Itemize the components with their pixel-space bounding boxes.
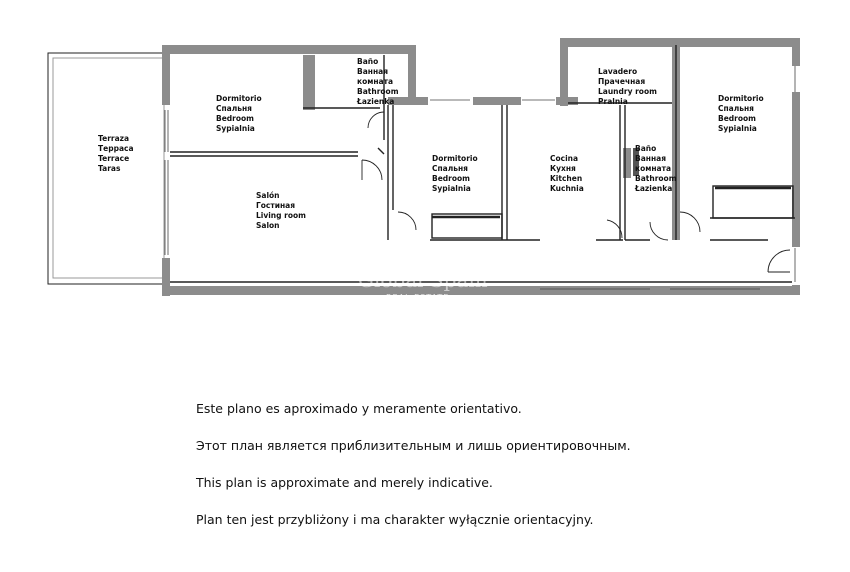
room-label-line: Bedroom xyxy=(718,114,756,123)
terrace-outline xyxy=(47,52,165,285)
note-polish: Plan ten jest przybliżony i ma charakter… xyxy=(196,512,594,527)
note-spanish: Este plano es aproximado y meramente ori… xyxy=(196,401,522,416)
windows xyxy=(164,66,796,290)
room-label-line: Спальня xyxy=(718,104,754,113)
room-label-line: комната xyxy=(357,77,393,86)
room-label-line: Łazienka xyxy=(356,97,394,106)
room-label-line: комната xyxy=(635,164,671,173)
room-label-line: Pralnia xyxy=(598,97,628,106)
room-label-line: Lavadero xyxy=(598,67,637,76)
watermark-subtitle: REAL ESTATE xyxy=(386,293,449,302)
bath-fixture xyxy=(633,148,639,176)
room-label-line: Salon xyxy=(256,221,280,230)
room-label-line: Cocina xyxy=(550,154,578,163)
room-label-line: Bathroom xyxy=(635,174,677,183)
room-label-line: Ванная xyxy=(635,154,666,163)
room-label-line: Terrace xyxy=(98,154,129,163)
room-label-line: Sypialnia xyxy=(432,184,471,193)
partitions xyxy=(170,45,795,283)
walls xyxy=(162,38,800,296)
room-label-line: Спальня xyxy=(216,104,252,113)
note-russian: Этот план является приблизительным и лиш… xyxy=(196,438,631,453)
room-label-line: Kuchnia xyxy=(550,184,584,193)
room-label-line: Терраса xyxy=(98,144,134,153)
room-label-line: Kitchen xyxy=(550,174,582,183)
room-label-line: Спальня xyxy=(432,164,468,173)
watermark-logo: Global Spain xyxy=(358,268,488,292)
disclaimer-notes: Este plano es aproximado y meramente ori… xyxy=(196,400,816,548)
room-label-line: Laundry room xyxy=(598,87,657,96)
room-label-line: Living room xyxy=(256,211,306,220)
room-label-line: Dormitorio xyxy=(432,154,478,163)
note-english: This plan is approximate and merely indi… xyxy=(196,475,493,490)
room-label-line: Baño xyxy=(635,144,656,153)
room-label-line: Terraza xyxy=(98,134,129,143)
room-label-line: Sypialnia xyxy=(216,124,255,133)
room-label-line: Sypialnia xyxy=(718,124,757,133)
room-label-line: Кухня xyxy=(550,164,576,173)
room-label-line: Salón xyxy=(256,191,280,200)
room-label-line: Baño xyxy=(357,57,378,66)
room-label-line: Łazienka xyxy=(634,184,672,193)
room-label-line: Taras xyxy=(98,164,121,173)
room-label-line: Dormitorio xyxy=(718,94,764,103)
room-label-line: Гостиная xyxy=(256,201,295,210)
door-swings xyxy=(361,111,791,273)
room-label-line: Bedroom xyxy=(432,174,470,183)
room-label-line: Bedroom xyxy=(216,114,254,123)
room-label-line: Прачечная xyxy=(598,77,645,86)
room-label-line: Dormitorio xyxy=(216,94,262,103)
room-label-line: Bathroom xyxy=(357,87,399,96)
room-label-line: Ванная xyxy=(357,67,388,76)
